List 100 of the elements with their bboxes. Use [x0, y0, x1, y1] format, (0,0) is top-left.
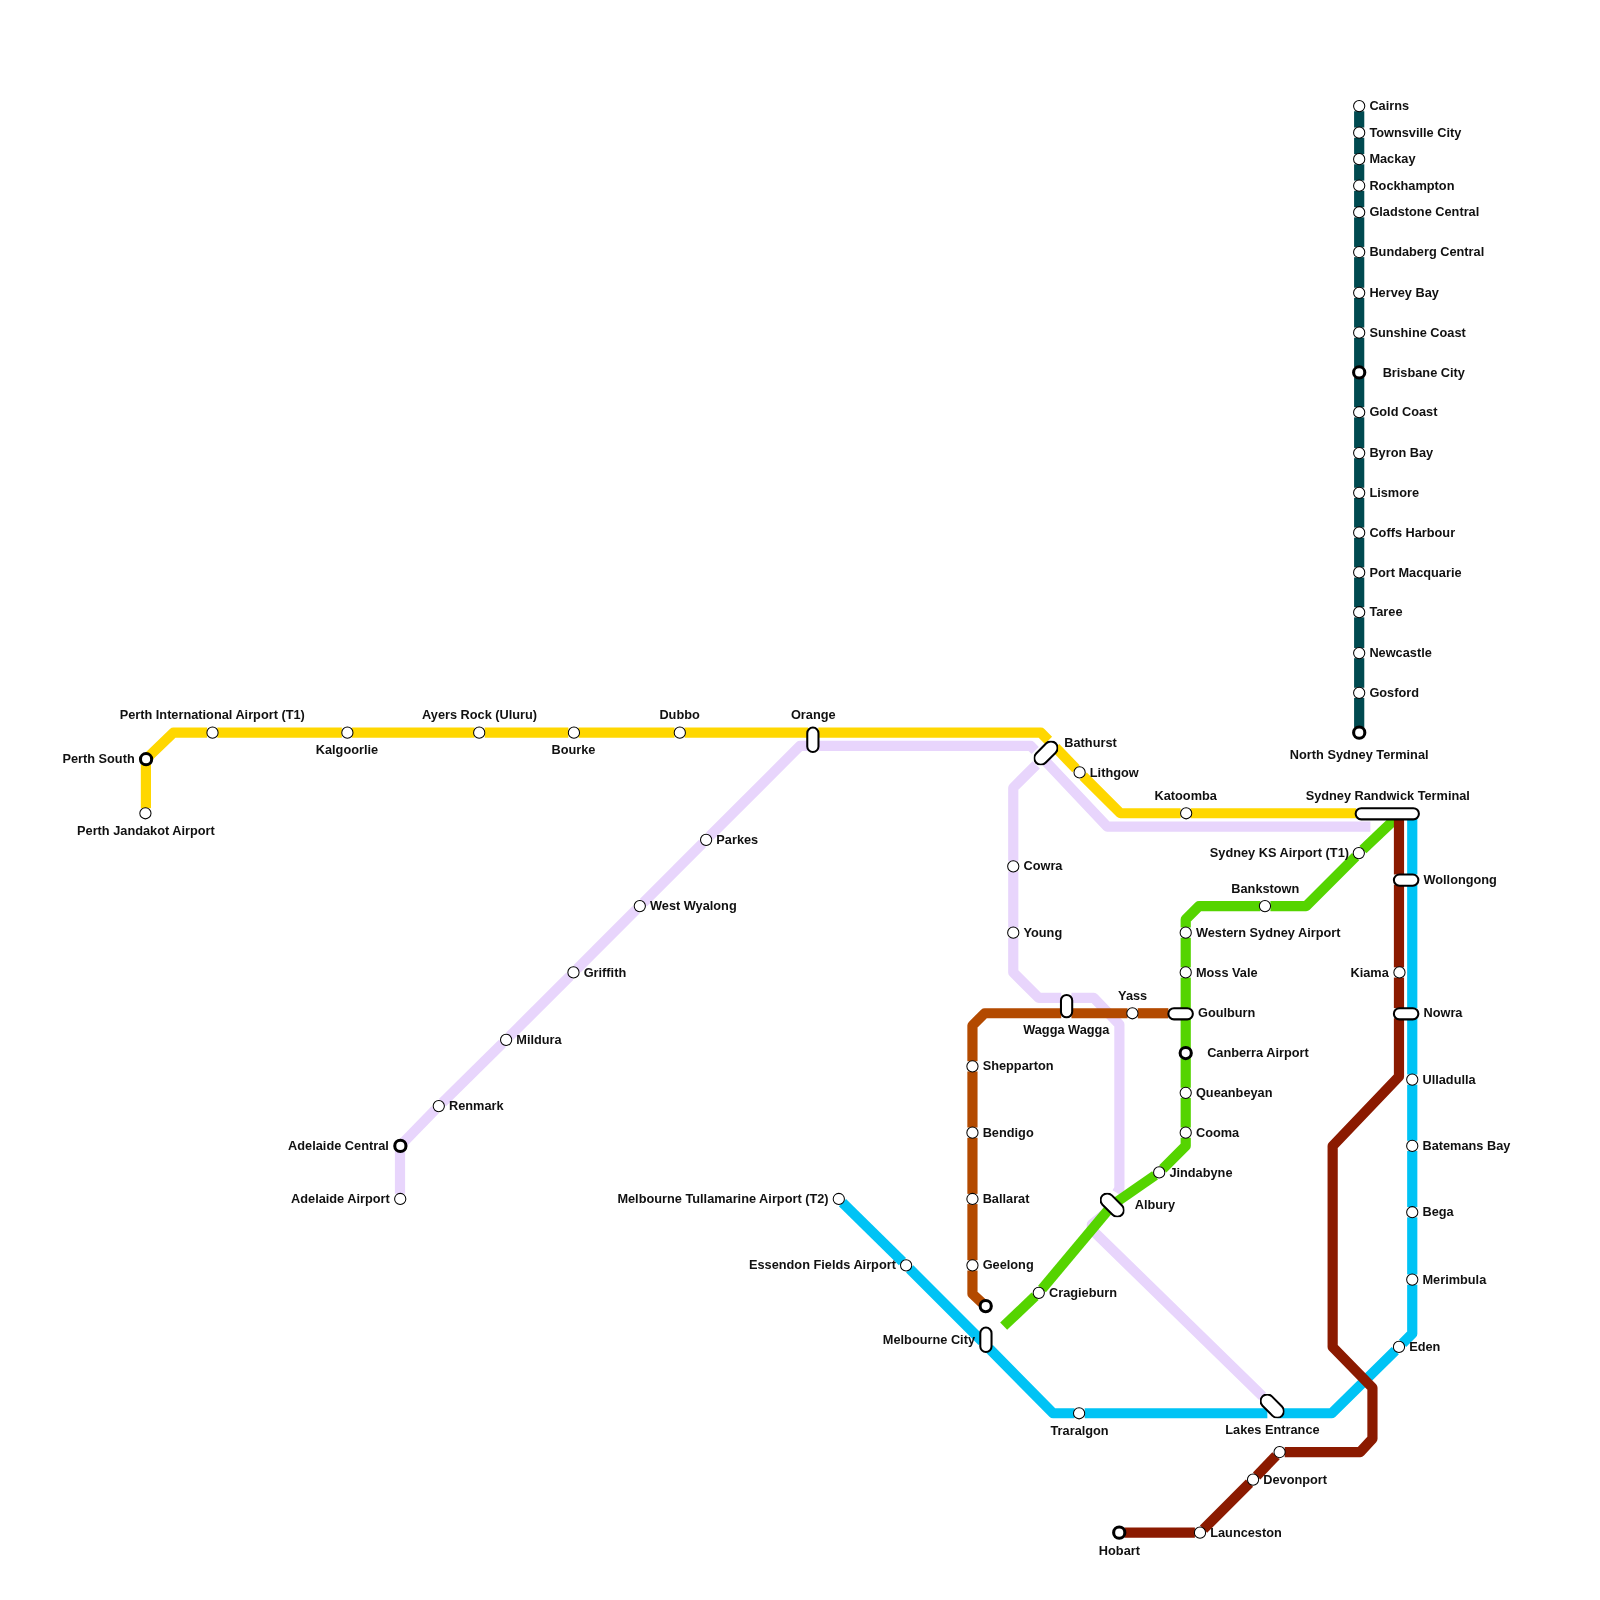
- rail-line: [1071, 1008, 1128, 1019]
- rail-line: [1354, 697, 1365, 728]
- rail-line: [1190, 808, 1357, 819]
- rail-line: [1137, 1008, 1169, 1019]
- station-label: Wollongong: [1423, 872, 1497, 887]
- rail-line: [1354, 497, 1365, 528]
- rail-line: [1354, 377, 1365, 408]
- rail-line: [639, 839, 707, 907]
- rail-line: [1393, 884, 1405, 968]
- rail-line: [1180, 937, 1191, 968]
- rail-line: [1180, 977, 1191, 1009]
- station-label: Perth South: [62, 752, 135, 767]
- rail-line: [506, 972, 574, 1040]
- rail-line: [1407, 884, 1418, 1009]
- rail-line: [438, 1039, 507, 1107]
- station-label: Gosford: [1369, 685, 1419, 700]
- rail-line: [1354, 337, 1365, 368]
- station-label: Lithgow: [1089, 765, 1139, 780]
- rail-line: [1407, 1084, 1418, 1141]
- station-label: Sydney Randwick Terminal: [1305, 788, 1470, 803]
- station-label: Perth International Airport (T1): [119, 708, 305, 723]
- rail-line: [484, 727, 569, 738]
- station-label: Adelaide Airport: [291, 1191, 390, 1207]
- rail-line: [985, 1345, 1075, 1419]
- station-label: Nowra: [1423, 1006, 1463, 1021]
- rail-line: [1354, 217, 1365, 247]
- station-label: Moss Vale: [1195, 965, 1258, 980]
- station-label: Orange: [790, 708, 836, 723]
- station-label: Katoomba: [1154, 788, 1217, 804]
- rail-line: [1008, 937, 1062, 1004]
- rail-line: [1354, 417, 1365, 448]
- rail-line: [818, 727, 1053, 744]
- station-label: Ulladulla: [1422, 1072, 1476, 1087]
- station-label: Sydney KS Airport (T1): [1209, 845, 1349, 861]
- rail-line: [1000, 1292, 1039, 1330]
- station-label: Bathurst: [1064, 735, 1117, 750]
- station-label: Batemans Bay: [1422, 1138, 1511, 1154]
- rail-line: [967, 1204, 978, 1261]
- station-label: Young: [1023, 925, 1063, 940]
- rail-line: [1354, 577, 1365, 608]
- station-label: Lakes Entrance: [1225, 1422, 1320, 1437]
- station-label: Gold Coast: [1369, 405, 1438, 420]
- rail-line: [1252, 1452, 1280, 1480]
- station-label: Sunshine Coast: [1369, 325, 1466, 340]
- station-label: Ayers Rock (Uluru): [422, 708, 538, 723]
- rail-line: [967, 1008, 1062, 1062]
- rail-line: [1270, 853, 1360, 912]
- rail-line: [1407, 818, 1418, 875]
- station-label: Melbourne Tullamarine Airport (T2): [617, 1191, 829, 1207]
- station-label: Renmark: [449, 1099, 504, 1114]
- station-label: Mildura: [516, 1032, 562, 1047]
- rail-line: [838, 1198, 907, 1266]
- rail-line: [140, 764, 151, 809]
- rail-line: [1113, 1171, 1158, 1207]
- rail-line: [1159, 1137, 1191, 1173]
- rail-line: [394, 1151, 406, 1194]
- rail-line: [1086, 1210, 1267, 1401]
- rail-line: [1180, 1018, 1191, 1048]
- station-label: Kiama: [1350, 965, 1389, 980]
- rail-line: [1124, 1527, 1195, 1538]
- rail-line: [1407, 1151, 1418, 1208]
- rail-line: [1354, 297, 1365, 328]
- station-label: Jindabyne: [1169, 1165, 1233, 1180]
- station-label: Queanbeyan: [1195, 1085, 1273, 1100]
- rail-line: [1008, 761, 1040, 862]
- station-label: Townsville City: [1369, 125, 1462, 140]
- rail-line: [1407, 1018, 1418, 1075]
- rail-line: [967, 1071, 978, 1128]
- station-label: Lismore: [1369, 485, 1419, 500]
- station-label: Kalgoorlie: [315, 742, 379, 758]
- rail-line: [1180, 1058, 1191, 1088]
- rail-line: [967, 1137, 978, 1194]
- station-label: Traralgon: [1050, 1423, 1109, 1438]
- rail-line: [1284, 1018, 1405, 1458]
- station-label: Devonport: [1263, 1472, 1328, 1487]
- station-label: Wagga Wagga: [1023, 1022, 1110, 1037]
- rail-line: [352, 727, 475, 738]
- station-label: Hobart: [1098, 1543, 1140, 1559]
- station-label: Eden: [1409, 1339, 1441, 1355]
- rail-line: [146, 727, 208, 760]
- rail-line: [1199, 1479, 1254, 1533]
- station-label: Cowra: [1023, 859, 1063, 874]
- rail-line: [1084, 1408, 1268, 1419]
- station-label: Launceston: [1210, 1525, 1282, 1540]
- station-label: Rockhampton: [1369, 178, 1455, 193]
- station-label: Bundaberg Central: [1369, 244, 1485, 260]
- station-label: Perth Jandakot Airport: [77, 823, 215, 838]
- station-label: Geelong: [982, 1258, 1034, 1273]
- station-label: Albury: [1134, 1197, 1176, 1213]
- station-label: Bankstown: [1231, 881, 1300, 896]
- rail-line: [1393, 818, 1405, 875]
- station-label: Canberra Airport: [1207, 1045, 1309, 1061]
- station-label: Hervey Bay: [1369, 285, 1439, 300]
- station-label: Mackay: [1369, 152, 1416, 167]
- rail-line: [399, 1106, 439, 1146]
- station-label: Cooma: [1195, 1125, 1240, 1140]
- rail-line: [1038, 1205, 1113, 1293]
- rail-line: [1354, 537, 1365, 568]
- rail-line: [1398, 1284, 1418, 1347]
- station-label: Port Macquarie: [1369, 565, 1462, 580]
